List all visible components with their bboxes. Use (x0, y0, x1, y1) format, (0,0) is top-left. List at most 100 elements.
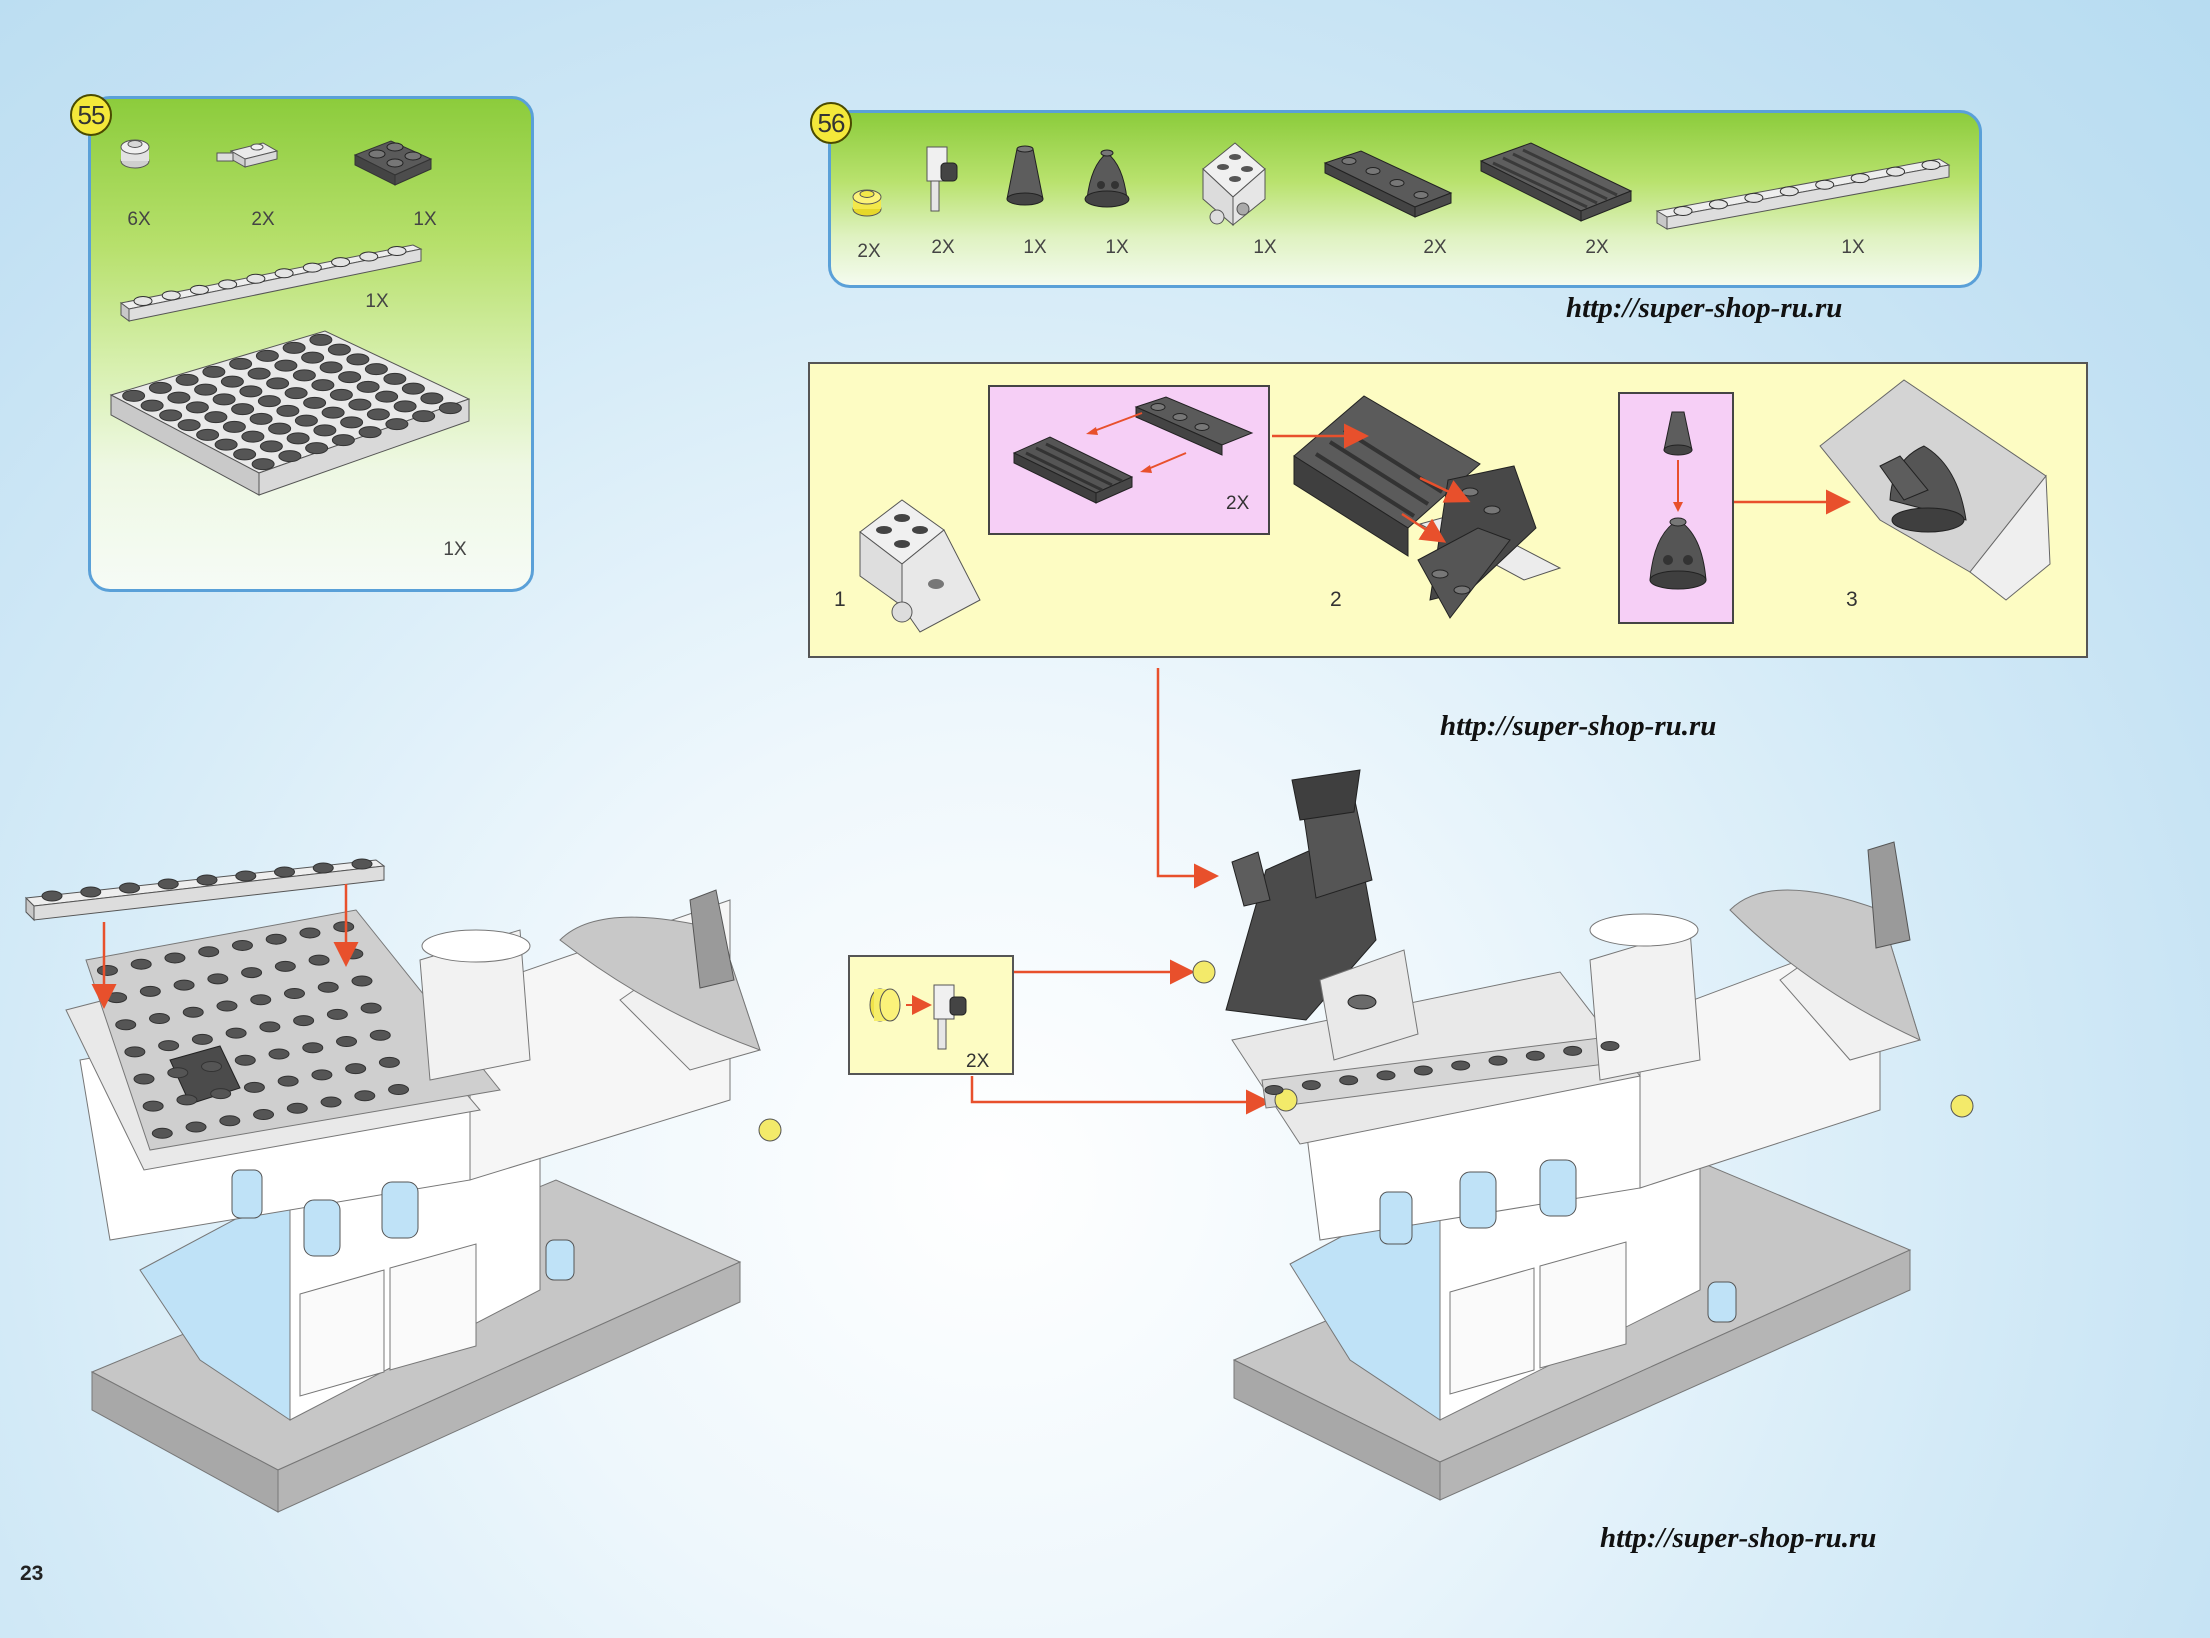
stud (359, 251, 379, 262)
stud (255, 349, 279, 362)
stud (326, 1008, 348, 1020)
stud (251, 458, 275, 471)
dark-clip-plate-icon (1323, 150, 1453, 218)
step-56-parts-illustration (852, 142, 1951, 230)
watermark-url: http://super-shop-ru.ru (1566, 292, 1843, 324)
stud (311, 1069, 333, 1081)
substep-3-callout-illustration (1649, 411, 1707, 590)
part-qty: 2X (1423, 237, 1447, 258)
part-qty: 1X (1253, 237, 1277, 258)
stud (265, 933, 287, 945)
stud (194, 383, 218, 396)
stud (292, 369, 316, 382)
stud (299, 927, 321, 939)
stud (140, 399, 164, 412)
watermark-url: http://super-shop-ru.ru (1600, 1522, 1877, 1554)
stud (340, 416, 364, 429)
stud (216, 1000, 238, 1012)
stud (229, 357, 253, 370)
substep-qty: 2X (1226, 493, 1250, 514)
stud (354, 1090, 376, 1102)
stud (122, 389, 146, 402)
stud (302, 1042, 324, 1054)
stud (196, 874, 218, 886)
stud (167, 391, 191, 404)
stud (196, 428, 220, 441)
stud (320, 1096, 342, 1108)
stud (327, 343, 351, 356)
stud (106, 992, 128, 1004)
stud (338, 371, 362, 384)
stud (1413, 1065, 1433, 1076)
substep-label: 1 (834, 588, 846, 611)
grille-tile-icon (1479, 142, 1633, 222)
stud (360, 1002, 382, 1014)
stud (202, 365, 226, 378)
part-qty: 1X (443, 539, 467, 560)
stud (358, 426, 382, 439)
stud (139, 985, 161, 997)
stud (375, 390, 399, 403)
part-qty: 2X (1585, 237, 1609, 258)
stud (286, 1102, 308, 1114)
stud (331, 434, 355, 447)
stud (278, 450, 302, 463)
stud (241, 967, 263, 979)
stud (214, 438, 238, 451)
stud (1600, 1041, 1620, 1051)
stud (207, 973, 229, 985)
stud (268, 422, 292, 435)
stud (308, 954, 330, 966)
stud (173, 979, 195, 991)
stud (276, 404, 300, 417)
stud (253, 1109, 275, 1121)
stud (274, 866, 295, 878)
stud (133, 296, 153, 306)
stud (259, 1021, 281, 1033)
stud (282, 341, 306, 354)
stud (96, 964, 118, 976)
stud (130, 958, 152, 970)
stud (388, 1084, 410, 1096)
stud (233, 448, 257, 461)
stud (115, 1019, 137, 1031)
stud (1301, 1080, 1321, 1091)
substep-label: 2 (1330, 588, 1342, 611)
stud (80, 886, 102, 898)
stud (274, 960, 296, 972)
stud (317, 981, 339, 993)
stud (312, 862, 334, 874)
stud (161, 290, 181, 301)
stud (235, 870, 257, 882)
stud (231, 403, 255, 416)
ship-model-left (65, 889, 782, 1513)
stud (302, 262, 322, 273)
side-light-callout: 2X (848, 955, 1014, 1075)
stud (1376, 1070, 1396, 1081)
stud (319, 361, 343, 374)
stud (167, 1067, 189, 1079)
stud (346, 353, 370, 366)
stud (321, 406, 345, 419)
stud (142, 1100, 164, 1112)
stud (286, 432, 310, 445)
stud (41, 890, 63, 902)
stud (119, 882, 140, 894)
stud (266, 377, 290, 390)
stud (305, 442, 329, 455)
stud (239, 385, 263, 398)
stud (385, 418, 409, 431)
stud (1850, 173, 1870, 184)
stud (231, 939, 253, 951)
stud (284, 387, 308, 400)
stud (277, 1075, 299, 1087)
substep-3-callout (1618, 392, 1734, 624)
grille-assembly-substep-2 (1293, 395, 1562, 619)
stud (148, 381, 172, 394)
stud (247, 367, 271, 380)
stud (1779, 186, 1799, 197)
stud (1673, 206, 1693, 216)
stud (294, 414, 318, 427)
substep-label: 3 (1846, 588, 1858, 611)
stud (336, 1036, 358, 1048)
